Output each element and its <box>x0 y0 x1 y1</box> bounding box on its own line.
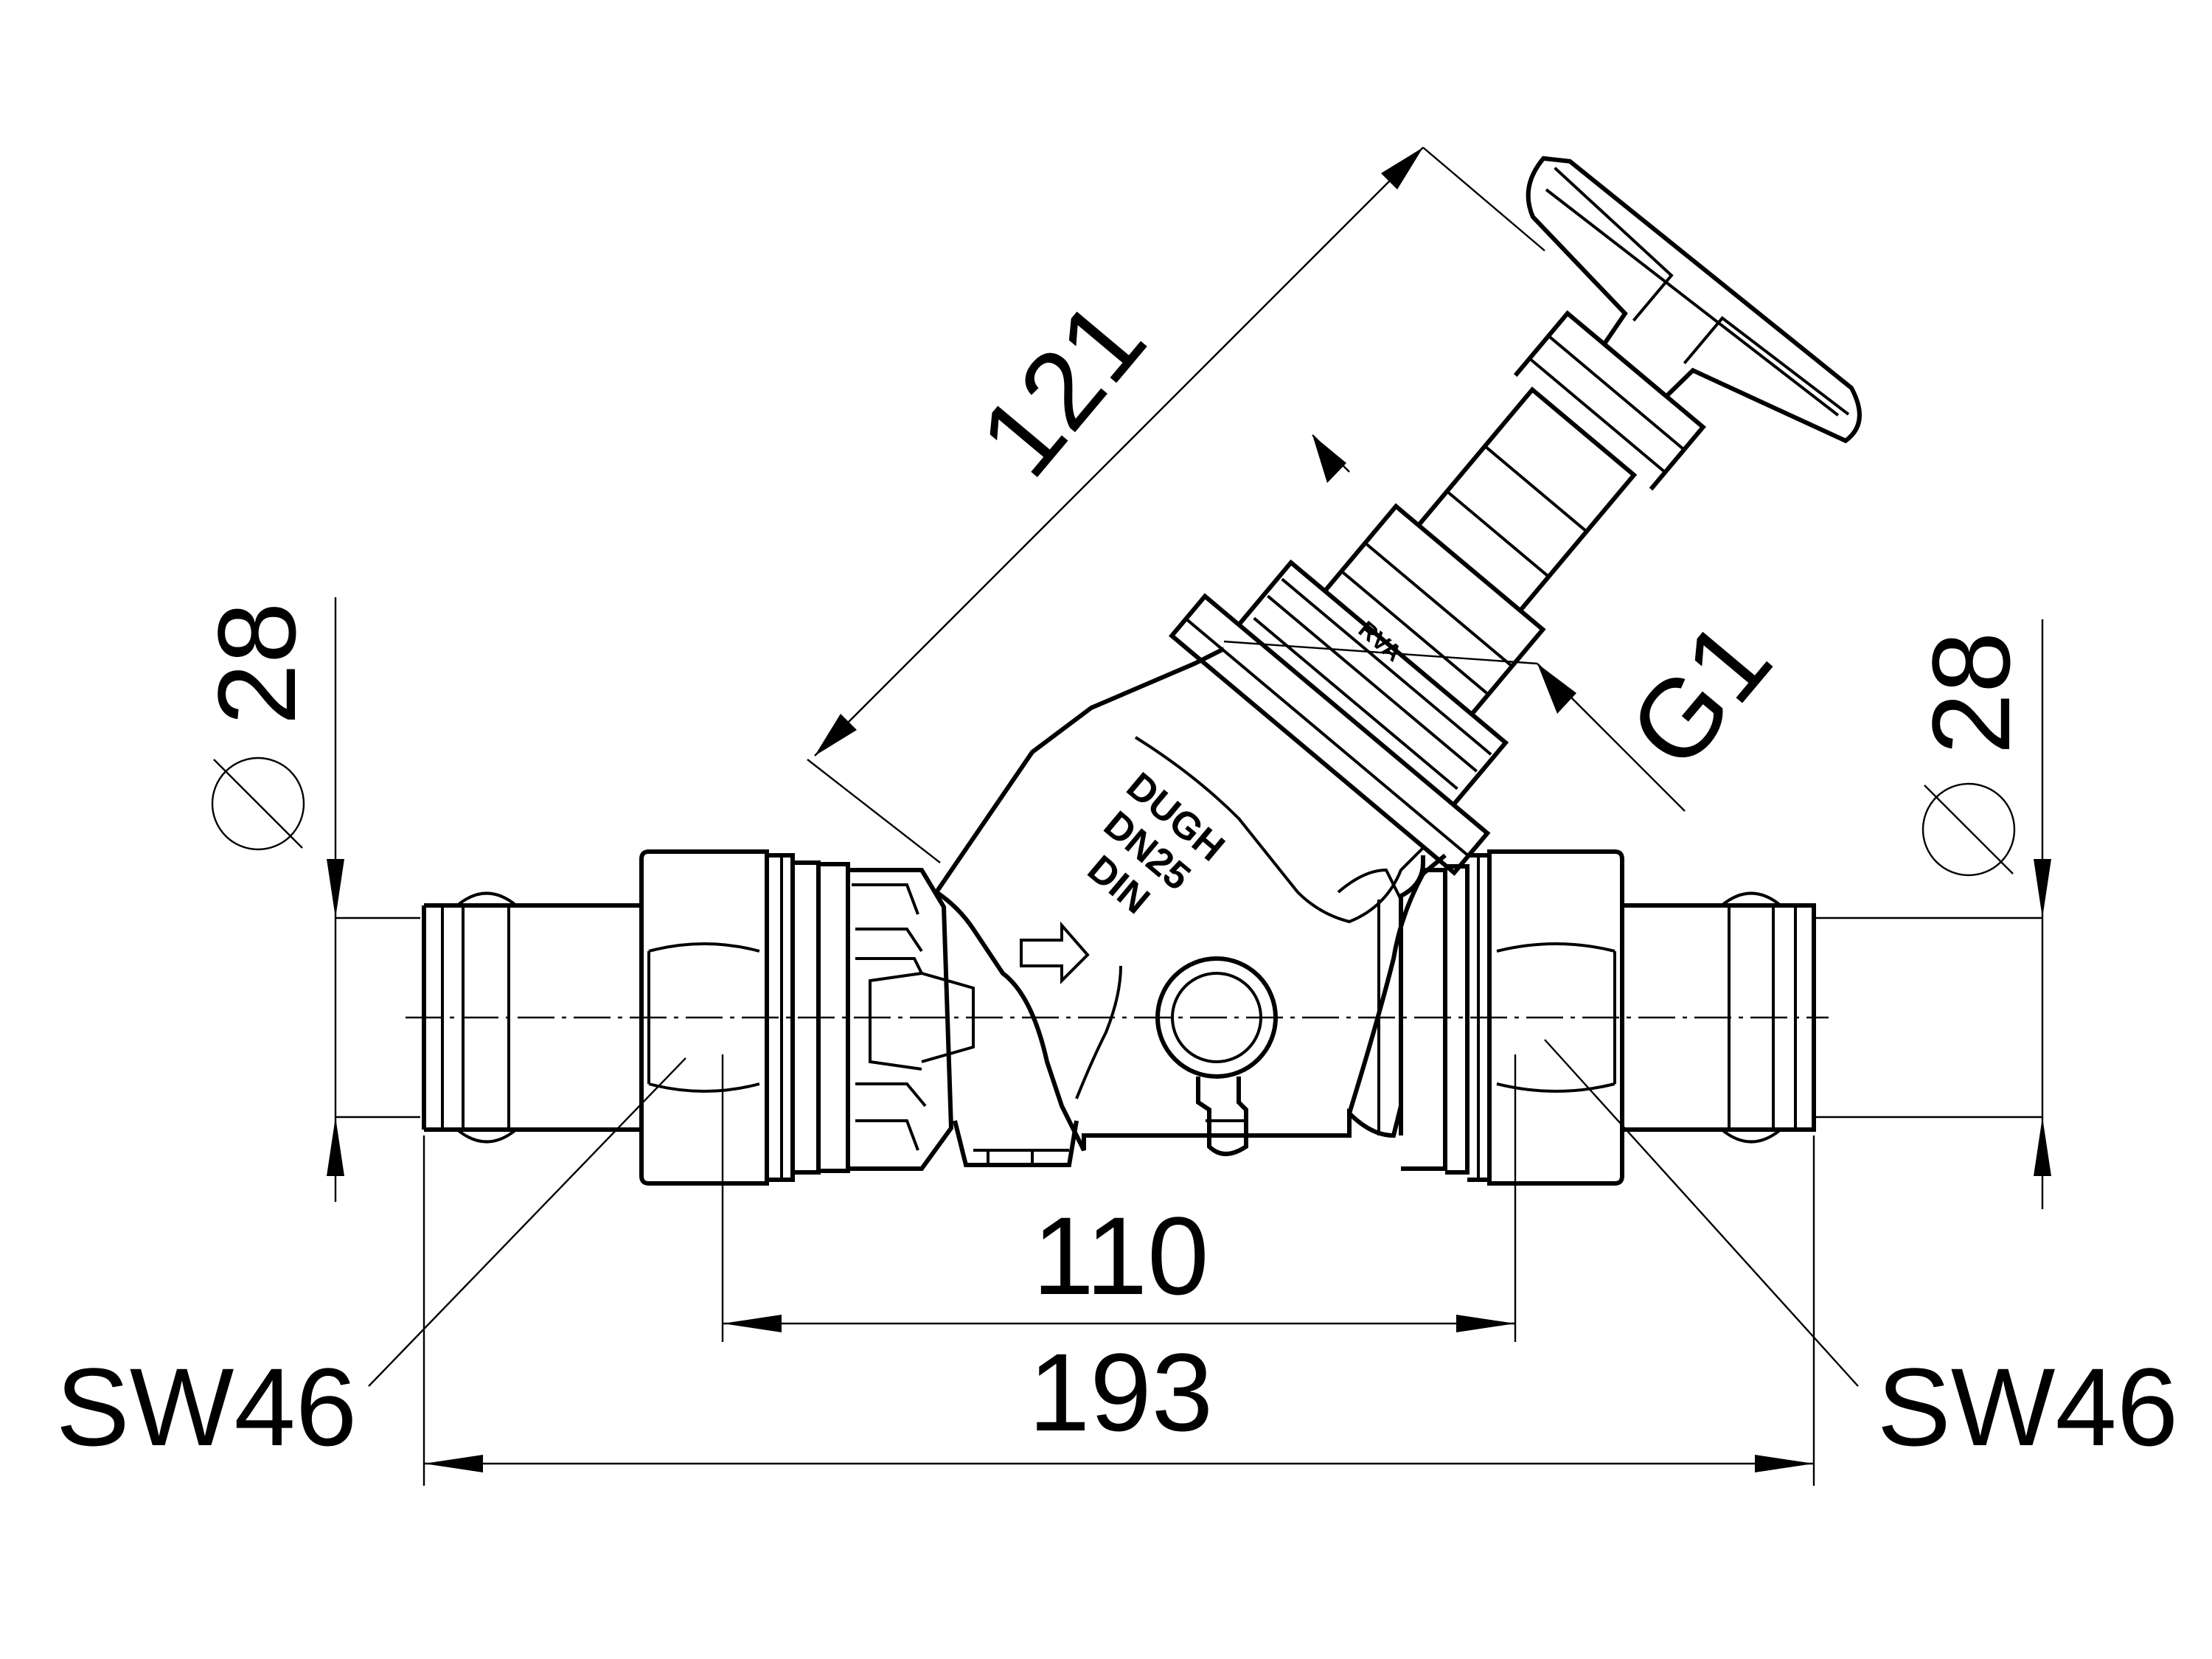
dim-110-label: 110 <box>1032 1194 1208 1318</box>
test-port <box>1155 956 1278 1156</box>
left-pipe-fitting <box>422 891 641 1144</box>
left-hex-nut <box>639 849 821 1186</box>
dim-dia-left-label: 28 <box>195 602 319 726</box>
dim-121-label: 121 <box>955 278 1169 499</box>
right-union <box>1377 855 1470 1175</box>
dimension-110: 110 <box>721 1158 1517 1342</box>
dimension-dia-left: 28 <box>195 597 420 1202</box>
diameter-icon <box>211 757 305 851</box>
right-pipe-fitting <box>1622 891 1816 1144</box>
dim-dia-right-label: 28 <box>1909 632 2033 755</box>
bonnet-assembly <box>1168 156 1862 876</box>
sw46-left-label: SW46 <box>56 1345 357 1469</box>
right-hex-nut <box>1467 849 1624 1186</box>
diameter-icon <box>1921 782 2016 877</box>
left-union <box>818 862 975 1173</box>
handwheel-icon <box>1526 156 1862 444</box>
valve-body <box>934 647 1447 1167</box>
sw46-right-label: SW46 <box>1877 1345 2178 1469</box>
dim-g1-label: G1 <box>1605 598 1795 790</box>
leader-sw46-left: SW46 <box>56 1057 686 1469</box>
flow-arrow-icon <box>1020 921 1090 984</box>
dimension-193: 193 <box>422 1135 1815 1486</box>
dimension-g1: G1 <box>1223 434 1795 812</box>
dimension-dia-right: 28 <box>1814 619 2051 1209</box>
leader-sw46-right: SW46 <box>1544 1039 2178 1469</box>
dim-193-label: 193 <box>1029 1330 1213 1454</box>
